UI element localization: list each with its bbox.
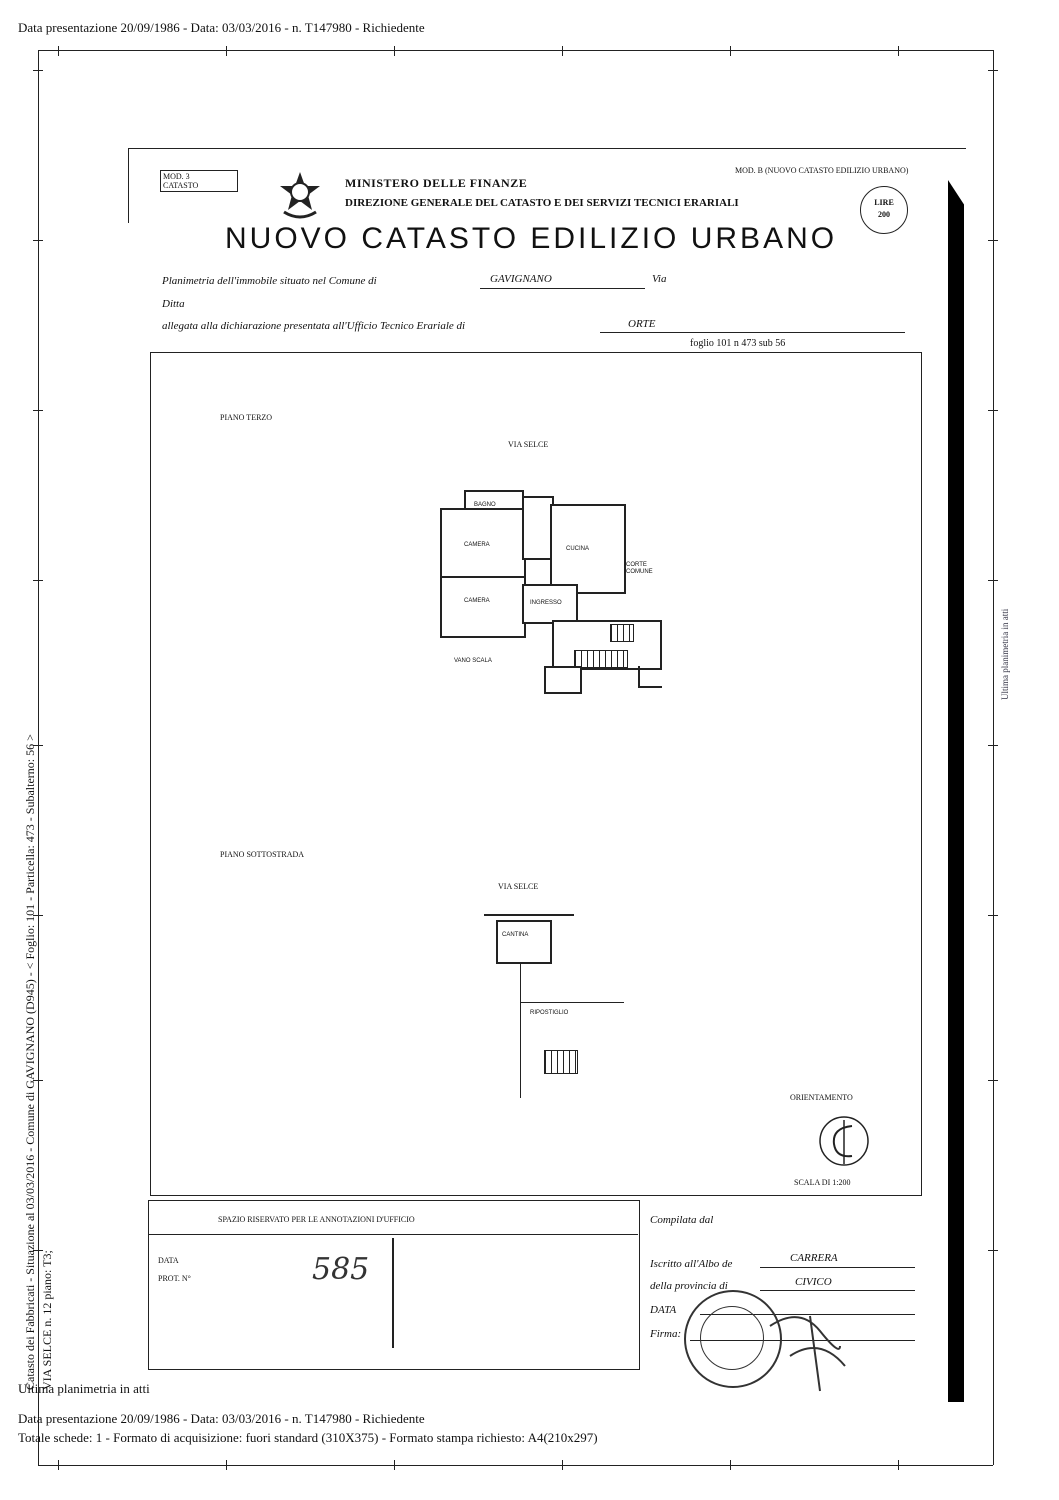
- scale-label: SCALA DI 1:200: [794, 1178, 851, 1187]
- signature-place: CIVICO: [795, 1276, 832, 1288]
- handwritten-number: 585: [312, 1252, 370, 1287]
- fee-stamp: LIRE 200: [860, 186, 908, 234]
- compiled-by-label: Compilata dal: [650, 1214, 714, 1226]
- reference-line: foglio 101 n 473 sub 56: [690, 338, 786, 349]
- right-row-3: DATA: [650, 1304, 677, 1316]
- footer-line-2: Totale schede: 1 - Formato di acquisizio…: [18, 1430, 598, 1445]
- left-margin-text: Catasto dei Fabbricati - Situazione al 0…: [23, 734, 37, 1390]
- orientation-label: ORIENTAMENTO: [790, 1093, 853, 1102]
- floor2-plan: CANTINA RIPOSTIGLIO: [480, 910, 630, 1100]
- professional-seal: [684, 1290, 782, 1388]
- form-model-label: MOD. 3 CATASTO: [160, 170, 238, 192]
- ministry-name: MINISTERO DELLE FINANZE: [345, 176, 528, 190]
- floor1-label: PIANO TERZO: [220, 413, 273, 422]
- right-row-2: della provincia di: [650, 1280, 728, 1292]
- floor2-label: PIANO SOTTOSTRADA: [220, 850, 305, 859]
- ufficio-value: ORTE: [628, 318, 656, 330]
- scan-edge: [948, 180, 964, 1402]
- office-prot-label: PROT. N°: [158, 1274, 191, 1283]
- header-line: Data presentazione 20/09/1986 - Data: 03…: [18, 20, 425, 35]
- footer-last-plan: Ultima planimetria in atti: [18, 1381, 150, 1396]
- right-row-4: Firma:: [650, 1328, 682, 1340]
- via-label: Via: [652, 273, 667, 285]
- floor2-street: VIA SELCE: [498, 882, 539, 891]
- frame-top: [38, 50, 993, 51]
- plan-area: [150, 352, 922, 1196]
- right-margin-text: Ultima planimetria in atti: [1000, 608, 1010, 700]
- form-title: NUOVO CATASTO EDILIZIO URBANO: [225, 222, 838, 255]
- ditta-label: Ditta: [162, 298, 185, 310]
- left-margin-address: VIA SELCE n. 12 piano: T3;: [40, 1250, 54, 1390]
- office-data-label: DATA: [158, 1256, 179, 1265]
- signature-name: CARRERA: [790, 1252, 838, 1264]
- comune-value: GAVIGNANO: [490, 273, 552, 285]
- footer-line-1: Data presentazione 20/09/1986 - Data: 03…: [18, 1411, 425, 1426]
- office-reserved-title: SPAZIO RISERVATO PER LE ANNOTAZIONI D'UF…: [218, 1215, 415, 1224]
- comune-label: Planimetria dell'immobile situato nel Co…: [162, 275, 377, 287]
- frame-bottom: [38, 1465, 993, 1466]
- right-row-1: Iscritto all'Albo de: [650, 1258, 733, 1270]
- ministry-subtitle: DIREZIONE GENERALE DEL CATASTO E DEI SER…: [345, 197, 739, 209]
- form-model-right: MOD. B (NUOVO CATASTO EDILIZIO URBANO): [735, 166, 909, 175]
- signature-scribble: [760, 1296, 850, 1396]
- frame-right: [993, 50, 994, 1465]
- office-box: [148, 1200, 640, 1370]
- floor1-plan: BAGNO CAMERA CUCINA CAMERA INGRESSO VANO…: [434, 488, 666, 694]
- allegata-label: allegata alla dichiarazione presentata a…: [162, 320, 466, 332]
- republic-emblem-icon: [278, 170, 322, 222]
- frame-left: [38, 50, 39, 1465]
- floor1-street: VIA SELCE: [508, 440, 549, 449]
- north-arrow-icon: [818, 1112, 870, 1170]
